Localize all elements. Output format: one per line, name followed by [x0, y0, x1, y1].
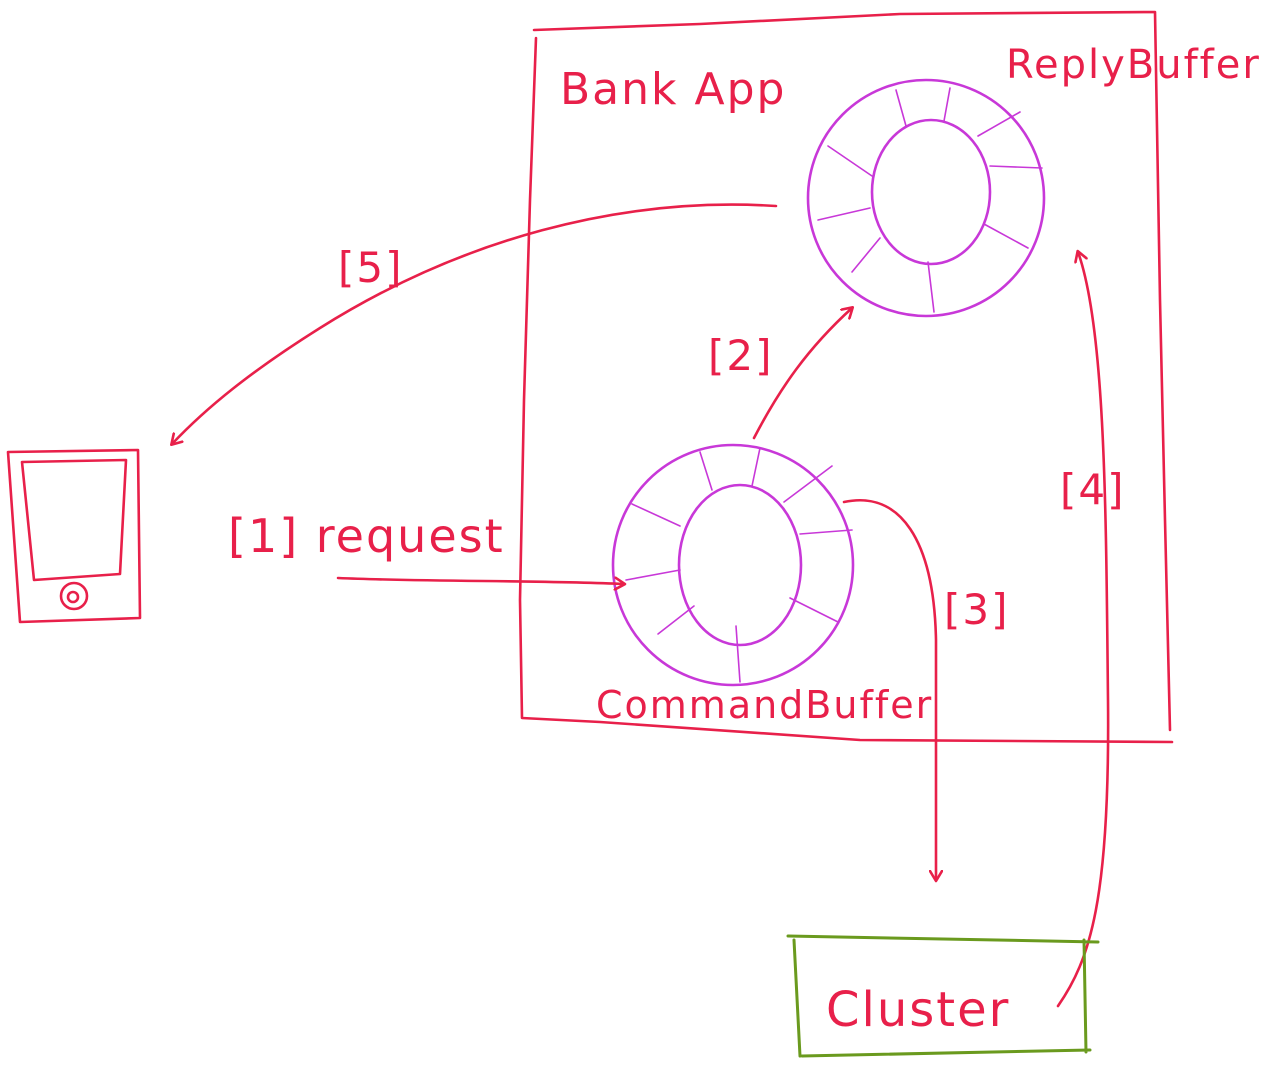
bank-app-title: Bank App [560, 64, 786, 115]
command-buffer-ring [611, 443, 855, 687]
step-2-label: [2] [708, 331, 774, 380]
arrow-cluster-to-reply [1056, 252, 1110, 1008]
arrow-reply-to-client [172, 203, 778, 444]
cluster-box [786, 934, 1100, 1058]
cluster-label: Cluster [826, 982, 1010, 1038]
reply-buffer-ring [806, 78, 1046, 318]
step-1-label: [1] request [228, 509, 505, 563]
step-3-label: [3] [944, 585, 1010, 634]
arrow-request [336, 578, 624, 584]
bank-app-container [518, 10, 1174, 744]
reply-buffer-label: ReplyBuffer [1006, 42, 1261, 88]
step-4-label: [4] [1060, 465, 1126, 514]
mobile-phone-icon[interactable] [6, 448, 142, 624]
arrow-command-to-reply [752, 308, 852, 440]
command-buffer-label: CommandBuffer [596, 683, 933, 727]
arrow-command-to-cluster [842, 499, 936, 880]
step-5-label: [5] [338, 243, 404, 292]
